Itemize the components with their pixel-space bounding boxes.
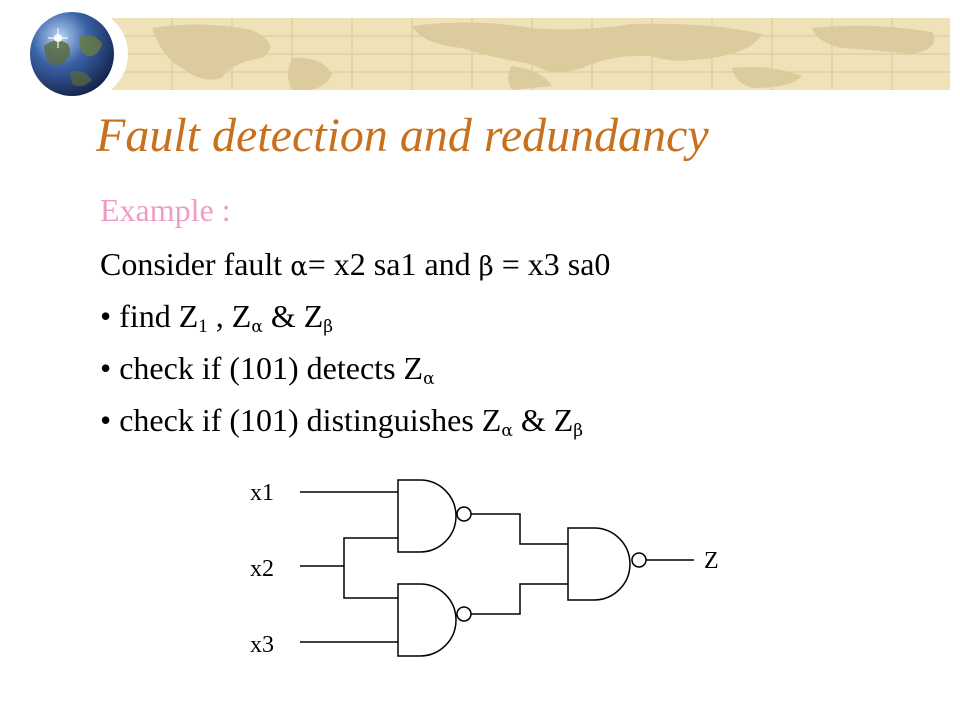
subscript-1: 1 bbox=[198, 316, 208, 337]
alpha-symbol: α bbox=[290, 252, 308, 282]
bullet-check-distinguishes: • check if (101) distinguishes Zα & Zβ bbox=[100, 402, 584, 441]
nand-gate-1 bbox=[397, 479, 457, 553]
alpha-subscript: α bbox=[423, 369, 435, 389]
world-map-graphic bbox=[112, 18, 950, 90]
nand-gate-3 bbox=[567, 527, 631, 601]
input-label-x2: x2 bbox=[250, 556, 274, 582]
alpha-subscript: α bbox=[251, 317, 263, 337]
text: = x2 sa1 and bbox=[307, 246, 479, 282]
x2-fanout-wire bbox=[343, 537, 398, 599]
globe-icon bbox=[22, 6, 142, 102]
bullet: • bbox=[100, 402, 112, 438]
nand-gate-3-bubble bbox=[631, 552, 647, 568]
slide-title: Fault detection and redundancy bbox=[96, 109, 709, 162]
nand-gate-2 bbox=[397, 583, 457, 657]
text: , Z bbox=[207, 298, 252, 334]
world-map-banner bbox=[112, 18, 950, 90]
bullet-check-detects: • check if (101) detects Zα bbox=[100, 350, 435, 389]
text: check if (101) detects Z bbox=[111, 350, 424, 386]
text: = x3 sa0 bbox=[493, 246, 611, 282]
text: Consider fault bbox=[100, 246, 291, 282]
input-label-x1: x1 bbox=[250, 480, 274, 506]
nand-gate-2-bubble bbox=[456, 606, 472, 622]
gate2-to-gate3-wire bbox=[471, 583, 568, 615]
output-label-z: Z bbox=[704, 548, 719, 574]
gate1-to-gate3-wire bbox=[471, 513, 568, 545]
bullet: • bbox=[100, 350, 112, 386]
example-label: Example : bbox=[100, 192, 231, 228]
text: check if (101) distinguishes Z bbox=[111, 402, 502, 438]
alpha-subscript: α bbox=[501, 421, 513, 441]
bullet-find-functions: • find Z1 , Zα & Zβ bbox=[100, 298, 334, 337]
nand-gate-1-bubble bbox=[456, 506, 472, 522]
text: find Z bbox=[111, 298, 199, 334]
text: & Z bbox=[262, 298, 324, 334]
beta-symbol: β bbox=[478, 252, 494, 282]
input-label-x3: x3 bbox=[250, 632, 274, 658]
text: & Z bbox=[512, 402, 574, 438]
beta-subscript: β bbox=[573, 421, 584, 441]
fault-definition-line: Consider fault α= x2 sa1 and β = x3 sa0 bbox=[100, 246, 610, 283]
beta-subscript: β bbox=[323, 317, 334, 337]
bullet: • bbox=[100, 298, 112, 334]
